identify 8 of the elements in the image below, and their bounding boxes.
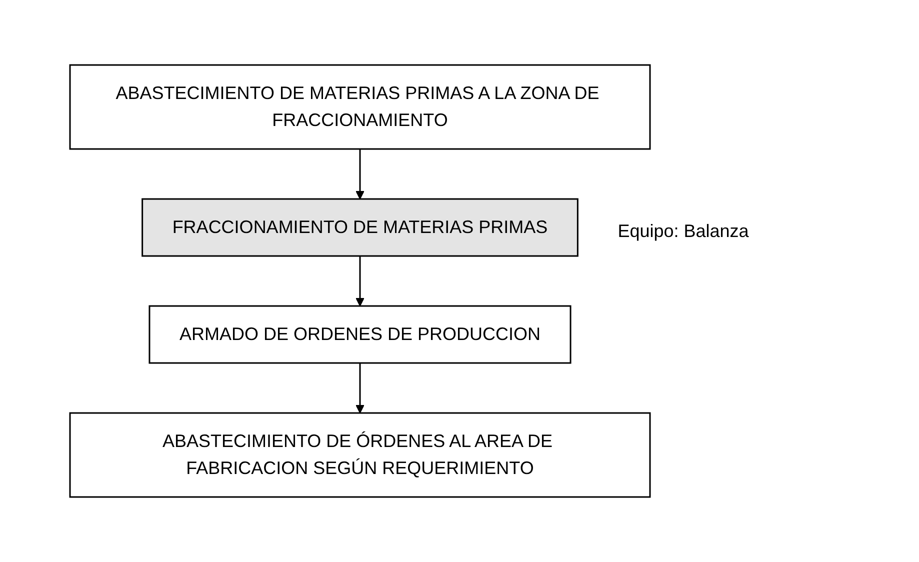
node-box: ABASTECIMIENTO DE MATERIAS PRIMAS A LA ZONA DE FRACCIONAMIENTO [69,64,651,150]
node-box: ARMADO DE ORDENES DE PRODUCCION [148,305,572,364]
node-box: FRACCIONAMIENTO DE MATERIAS PRIMAS [142,198,578,257]
arrow [356,256,364,306]
equipment-note: Equipo: Balanza [618,220,749,242]
arrow [356,149,364,200]
node-box: ABASTECIMIENTO DE ÓRDENES AL AREA DE FABRICACION SEGÚN REQUERIMIENTO [69,412,651,498]
arrow [356,363,364,414]
